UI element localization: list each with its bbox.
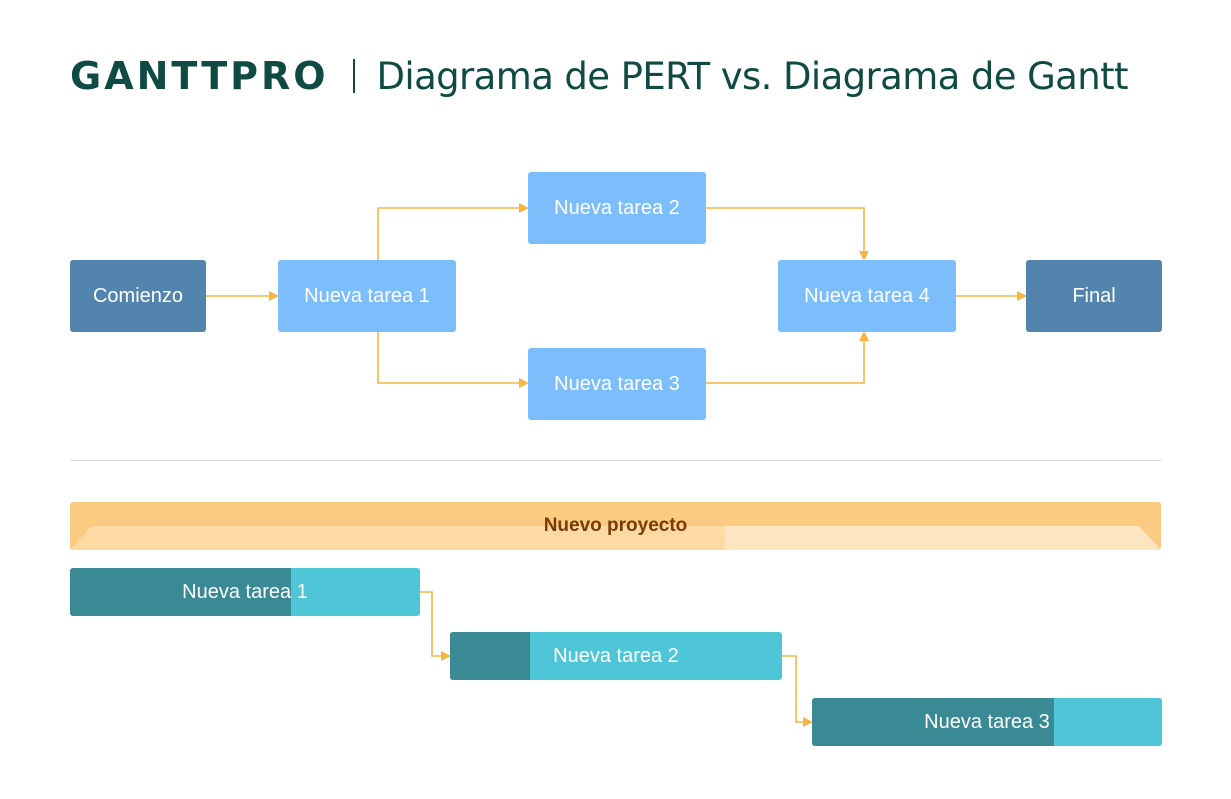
header-separator: [352, 59, 355, 93]
gantt-project-bar: Nuevo proyecto: [70, 502, 1161, 550]
edge-task2-task4: [706, 207, 869, 261]
edge-task3-task4: [706, 331, 869, 384]
page-title: Diagrama de PERT vs. Diagrama de Gantt: [376, 54, 1129, 98]
pert-node-label: Nueva tarea 3: [554, 372, 680, 395]
task-label: Nueva tarea 2: [553, 644, 679, 667]
project-bar-shading: [70, 526, 1161, 550]
gantt-task-bar-2: Nueva tarea 2: [450, 632, 782, 680]
edge-task1-task2: [377, 203, 529, 260]
gantt-task-bar-1: Nueva tarea 1: [70, 568, 420, 616]
task-label: Nueva tarea 1: [182, 580, 308, 603]
edge-task1-task3: [377, 332, 529, 388]
header: GANTTPRO Diagrama de PERT vs. Diagrama d…: [70, 52, 1129, 100]
pert-node-start: Comienzo: [70, 260, 206, 332]
pert-node-label: Final: [1072, 284, 1116, 307]
pert-node-end: Final: [1026, 260, 1162, 332]
pert-node-task4: Nueva tarea 4: [778, 260, 956, 332]
dependency-task2-task3: [782, 655, 813, 727]
pert-node-label: Comienzo: [92, 284, 184, 307]
task-progress-fill: [70, 568, 291, 616]
pert-node-label: Nueva tarea 2: [554, 196, 680, 219]
task-progress-fill: [812, 698, 1054, 746]
pert-node-task3: Nueva tarea 3: [528, 348, 706, 420]
pert-node-label: Nueva tarea 4: [804, 284, 930, 307]
pert-node-label: Nueva tarea 1: [304, 284, 430, 307]
section-divider: [70, 460, 1161, 461]
task-progress-fill: [450, 632, 530, 680]
pert-node-task2: Nueva tarea 2: [528, 172, 706, 244]
ganttpro-logo: GANTTPRO: [70, 54, 329, 98]
pert-node-task1: Nueva tarea 1: [278, 260, 456, 332]
project-label: Nuevo proyecto: [543, 515, 688, 536]
dependency-task1-task2: [420, 591, 451, 661]
gantt-task-bar-3: Nueva tarea 3: [812, 698, 1162, 746]
task-label: Nueva tarea 3: [924, 710, 1050, 733]
